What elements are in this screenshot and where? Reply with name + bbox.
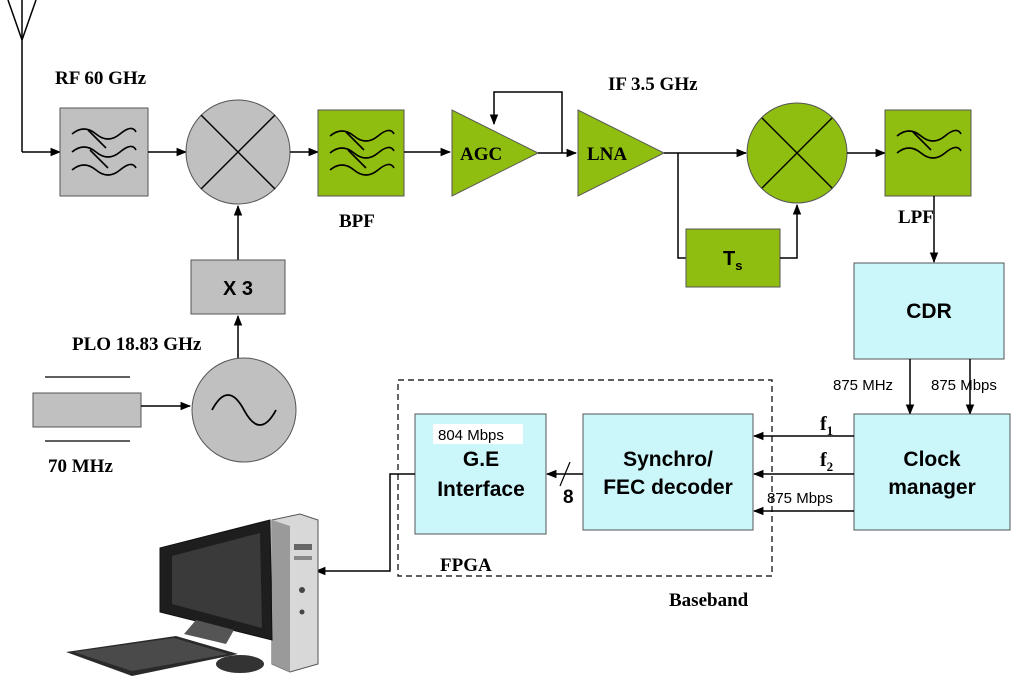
mixer-icon bbox=[746, 102, 848, 204]
clock-manager-line2: manager bbox=[888, 476, 976, 499]
agc-label: AGC bbox=[460, 144, 502, 165]
rf-label: RF 60 GHz bbox=[55, 68, 147, 89]
x3-multiplier-block: X 3 bbox=[190, 259, 286, 315]
clock-manager-block: Clock manager bbox=[853, 413, 1011, 531]
svg-text:f2: f2 bbox=[820, 449, 833, 474]
fpga-boundary bbox=[397, 379, 773, 577]
filter-icon bbox=[896, 129, 962, 159]
lna-label: LNA bbox=[587, 144, 627, 165]
antenna-icon bbox=[7, 0, 37, 152]
crystal-oscillator bbox=[32, 376, 142, 442]
lpf-block bbox=[884, 109, 972, 197]
ts-label: T bbox=[723, 248, 735, 270]
lna-amplifier: LNA bbox=[577, 109, 666, 197]
clock-data-rate: 875 Mbps bbox=[767, 490, 833, 507]
cdr-clock-rate: 875 MHz bbox=[833, 377, 893, 394]
bpf-label: BPF bbox=[339, 211, 375, 232]
ge-interface-block: 804 Mbps G.E Interface bbox=[414, 413, 547, 535]
oscillator-icon bbox=[191, 357, 297, 463]
f1-subscript: 1 bbox=[827, 423, 834, 438]
filter-icon bbox=[71, 127, 137, 176]
ge-line2: Interface bbox=[437, 478, 525, 501]
synchro-line2: FEC decoder bbox=[603, 476, 733, 499]
ge-line1: G.E bbox=[463, 448, 499, 471]
ts-delay-block: Ts bbox=[685, 228, 781, 288]
f2-subscript: 2 bbox=[827, 459, 834, 474]
clock-manager-line1: Clock bbox=[903, 448, 961, 471]
computer-icon bbox=[66, 513, 319, 676]
bpf-block bbox=[317, 109, 405, 197]
baseband-label: Baseband bbox=[669, 590, 749, 611]
rf-filter-block bbox=[59, 107, 149, 197]
synchro-fec-block: Synchro/ FEC decoder bbox=[582, 413, 754, 531]
ge-rate-label: 804 Mbps bbox=[438, 427, 504, 444]
svg-text:Ts: Ts bbox=[723, 248, 742, 273]
lpf-label: LPF bbox=[898, 207, 934, 228]
osc-freq-label: 70 MHz bbox=[48, 456, 113, 477]
cdr-label: CDR bbox=[906, 300, 952, 323]
x3-label: X 3 bbox=[223, 278, 253, 300]
mixer-icon bbox=[185, 99, 291, 205]
fpga-label: FPGA bbox=[440, 555, 492, 576]
cdr-block: CDR bbox=[853, 262, 1005, 360]
svg-text:f1: f1 bbox=[820, 413, 833, 438]
cdr-data-rate: 875 Mbps bbox=[931, 377, 997, 394]
plo-label: PLO 18.83 GHz bbox=[72, 334, 202, 355]
bus-width-label: 8 bbox=[563, 487, 574, 508]
f2-label: f bbox=[820, 449, 827, 471]
filter-icon bbox=[329, 129, 395, 176]
agc-amplifier: AGC bbox=[451, 109, 540, 197]
f1-label: f bbox=[820, 413, 827, 435]
ts-subscript: s bbox=[735, 258, 742, 273]
if-label: IF 3.5 GHz bbox=[608, 74, 698, 95]
synchro-line1: Synchro/ bbox=[623, 448, 713, 471]
